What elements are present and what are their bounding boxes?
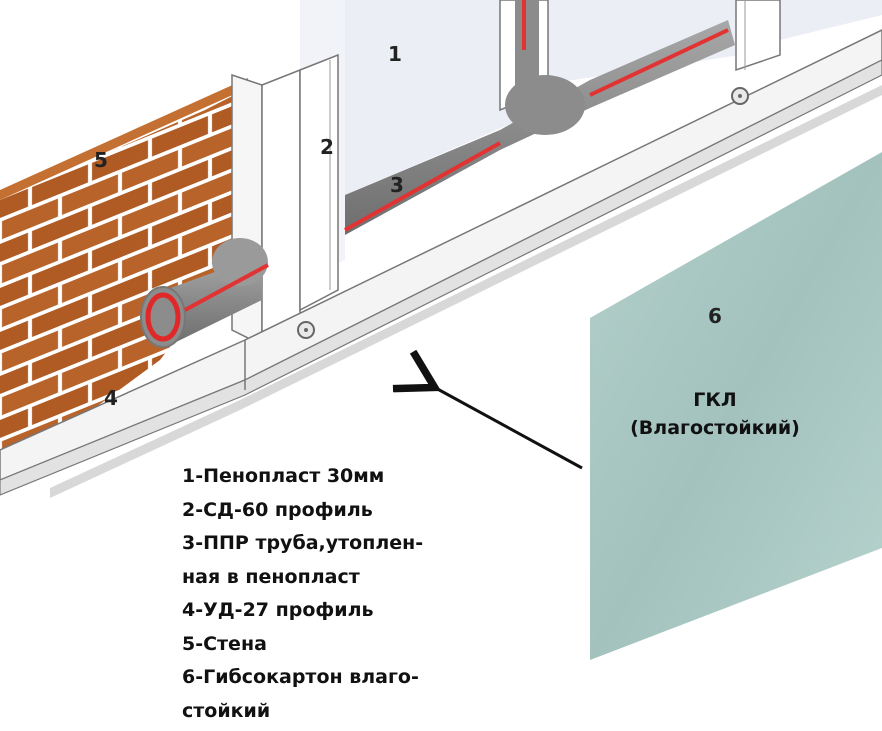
brick-wall [0, 78, 248, 480]
legend-item: 3-ППР труба,утоплен- [182, 532, 424, 554]
drywall-label-line1: ГКЛ [693, 389, 737, 411]
cd60-profiles [231, 0, 781, 347]
legend-item: 1-Пенопласт 30мм [182, 465, 385, 487]
callout-2: 2 [320, 135, 334, 159]
legend-item: 6-Гибсокартон влаго- [182, 666, 419, 688]
callout-5: 5 [94, 148, 108, 172]
callout-1: 1 [388, 42, 402, 66]
callout-3: 3 [390, 173, 404, 197]
legend-item: ная в пенопласт [182, 565, 360, 588]
ppr-pipe [140, 0, 735, 348]
drywall-label: ГКЛ (Влагостойкий) [600, 386, 830, 442]
legend-item: стойкий [182, 699, 271, 722]
callout-6: 6 [708, 304, 722, 328]
drywall-label-line2: (Влагостойкий) [630, 417, 800, 439]
legend-item: 5-Стена [182, 632, 267, 655]
pointer-arrow [432, 386, 583, 470]
legend-item: 2-СД-60 профиль [182, 498, 373, 521]
legend: 1-Пенопласт 30мм 2-СД-60 профиль 3-ППР т… [182, 460, 472, 728]
legend-item: 4-УД-27 профиль [182, 599, 374, 621]
drywall-panel [590, 152, 882, 660]
callout-4: 4 [104, 386, 118, 410]
ud27-profile [0, 29, 882, 498]
